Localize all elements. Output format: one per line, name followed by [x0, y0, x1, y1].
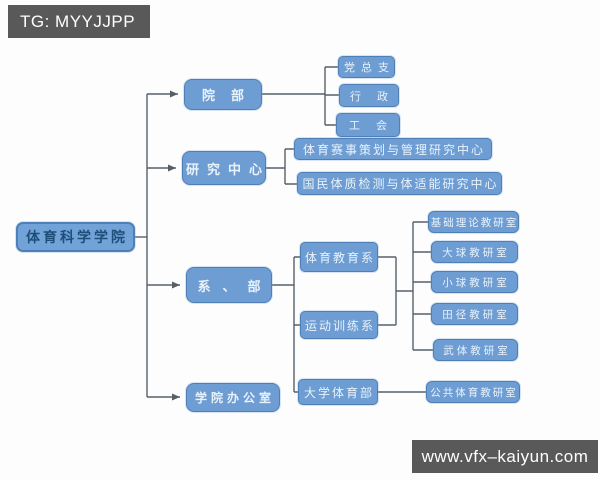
- node-label: 小球教研室: [442, 276, 510, 289]
- node-label: 学院办公室: [194, 391, 275, 405]
- node-label: 工会: [349, 119, 403, 132]
- node-label: 国民体质检测与体适能研究中心: [302, 177, 499, 191]
- watermark-bottom-badge: www.vfx–kaiyun.com: [412, 440, 598, 473]
- node-college-office: 学院办公室: [186, 383, 280, 412]
- node-research-center: 研究中心: [182, 151, 266, 185]
- node-label: 大学体育部: [303, 385, 374, 400]
- node-small-ball-office: 小球教研室: [431, 271, 518, 293]
- node-big-ball-office: 大球教研室: [431, 241, 518, 263]
- node-pe-department: 体育教育系: [300, 242, 378, 272]
- watermark-top-badge: TG: MYYJJPP: [8, 5, 150, 38]
- node-label: 体育教育系: [304, 250, 375, 265]
- node-sports-event-research-center: 体育赛事策划与管理研究中心: [294, 138, 492, 160]
- node-college-root: 体育科学学院: [16, 222, 135, 252]
- watermark-bottom-text: www.vfx–kaiyun.com: [421, 446, 589, 466]
- node-label: 研究中心: [185, 162, 270, 178]
- node-label: 公共体育教研室: [430, 386, 518, 399]
- node-sports-training-department: 运动训练系: [300, 311, 378, 339]
- node-label: 武体教研室: [443, 344, 511, 357]
- node-label: 运动训练系: [304, 318, 375, 333]
- node-label: 党总支: [344, 61, 395, 74]
- node-label: 大球教研室: [442, 246, 510, 259]
- node-label: 院部: [201, 89, 260, 104]
- node-label: 系、部: [197, 279, 273, 295]
- node-label: 体育科学学院: [26, 230, 128, 246]
- node-track-field-office: 田径教研室: [431, 303, 518, 325]
- node-labor-union: 工会: [336, 113, 400, 137]
- node-label: 田径教研室: [442, 308, 510, 321]
- node-administration: 行政: [339, 84, 399, 107]
- node-yuanbu: 院部: [184, 79, 262, 110]
- node-departments: 系、部: [186, 267, 272, 303]
- node-label: 行政: [350, 89, 404, 103]
- node-label: 基础理论教研室: [430, 216, 519, 229]
- node-fitness-testing-research-center: 国民体质检测与体适能研究中心: [297, 172, 502, 195]
- node-martial-gym-office: 武体教研室: [433, 339, 518, 361]
- node-basic-theory-office: 基础理论教研室: [428, 211, 519, 233]
- node-label: 体育赛事策划与管理研究中心: [302, 142, 485, 157]
- node-public-pe-office: 公共体育教研室: [426, 381, 520, 403]
- node-university-pe-department: 大学体育部: [298, 379, 378, 405]
- node-party-branch: 党总支: [338, 56, 395, 78]
- watermark-top-text: TG: MYYJJPP: [20, 11, 136, 31]
